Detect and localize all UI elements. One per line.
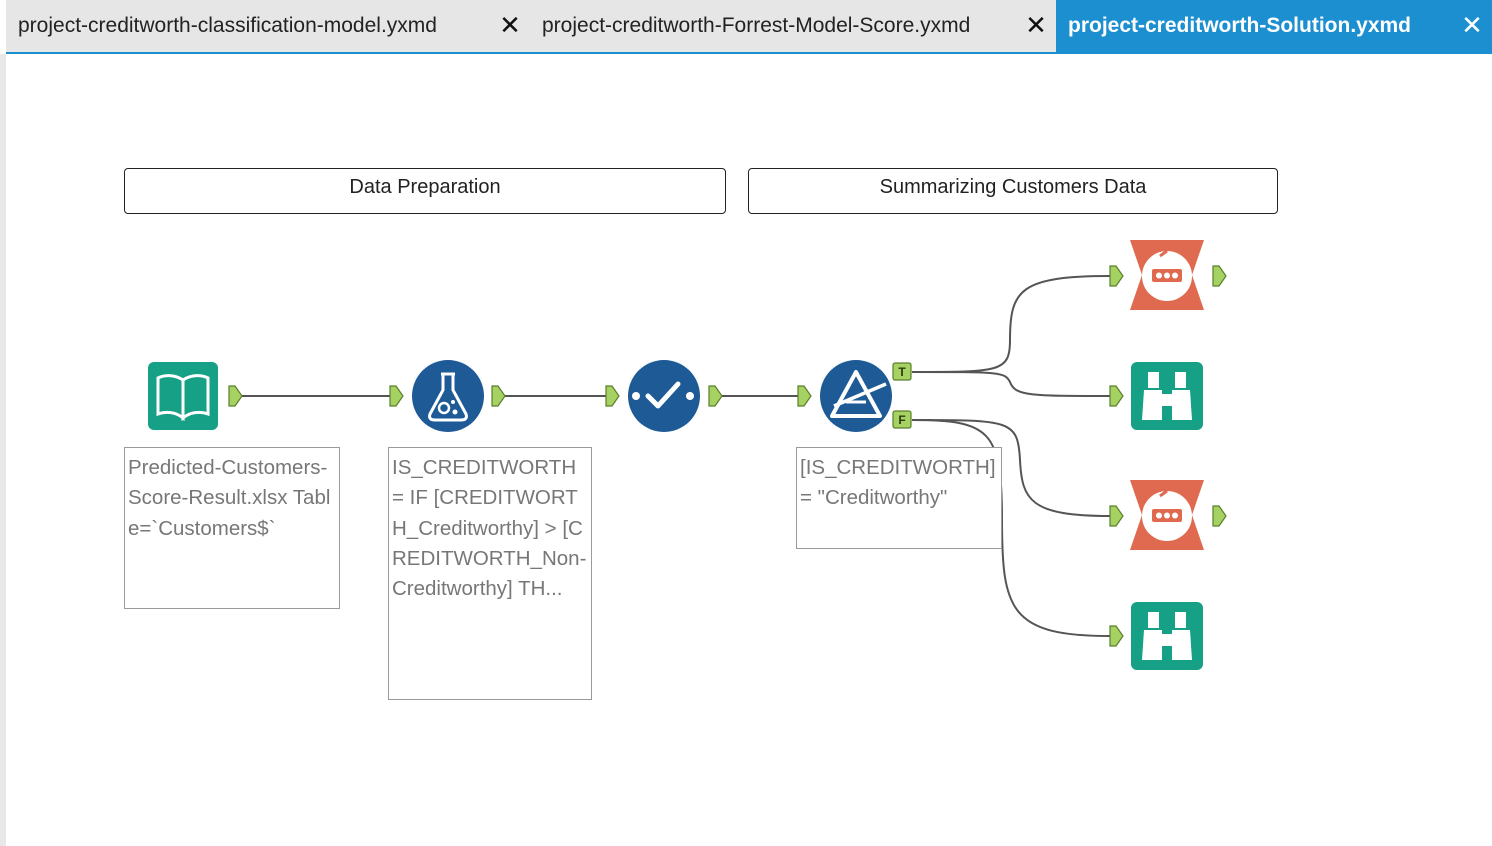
input-anchor [797,385,812,407]
count-records-true-tool[interactable] [1130,238,1204,317]
connection-line [911,419,1111,637]
true-anchor-label: T [898,365,906,379]
close-icon[interactable]: ✕ [1461,10,1483,40]
tab-label: project-creditworth-classification-model… [18,14,437,37]
tab-solution[interactable]: project-creditworth-Solution.yxmd ✕ [1056,0,1492,52]
canvas-left-edge [0,54,6,846]
input-anchor [389,385,404,407]
input-anchor [1109,505,1124,527]
close-icon[interactable]: ✕ [1025,10,1047,40]
counter-icon [1130,240,1204,310]
container-data-preparation[interactable]: Data Preparation [124,168,726,214]
filter-annotation: [IS_CREDITWORTH] = "Creditworthy" [796,447,1002,549]
count-records-false-tool[interactable] [1130,478,1204,557]
filter-triangle-icon [820,360,892,432]
binoculars-icon [1131,362,1203,430]
output-anchor [1212,505,1227,527]
connection-line [911,419,1111,517]
false-anchor-label: F [898,413,905,427]
checkmark-icon [628,360,700,432]
input-data-annotation: Predicted-Customers-Score-Result.xlsx Ta… [124,447,340,609]
formula-tool[interactable] [410,358,486,439]
browse-true-tool[interactable] [1130,360,1204,437]
false-anchor [892,410,912,429]
tab-label: project-creditworth-Solution.yxmd [1068,14,1412,37]
connection-line [911,275,1111,373]
input-anchor [605,385,620,407]
tab-label: project-creditworth-Forrest-Model-Score.… [542,14,971,37]
close-icon[interactable]: ✕ [499,10,521,40]
formula-annotation: IS_CREDITWORTH = IF [CREDITWORTH_Creditw… [388,447,592,700]
output-anchor [1212,265,1227,287]
container-summarizing-customers-data[interactable]: Summarizing Customers Data [748,168,1278,214]
input-anchor [1109,625,1124,647]
output-anchor [228,385,243,407]
input-anchor [1109,265,1124,287]
counter-icon [1130,480,1204,550]
true-anchor [892,362,912,381]
flask-icon [412,360,484,432]
input-anchor [1109,385,1124,407]
output-anchor [491,385,506,407]
filter-tool[interactable] [818,358,894,439]
output-anchor [708,385,723,407]
book-icon [148,362,218,430]
input-data-tool[interactable] [146,358,220,437]
tab-bar: project-creditworth-classification-model… [6,0,1492,54]
binoculars-icon [1131,602,1203,670]
tab-classification-model[interactable]: project-creditworth-classification-model… [6,0,530,52]
browse-false-tool[interactable] [1130,600,1204,677]
tab-forrest-model-score[interactable]: project-creditworth-Forrest-Model-Score.… [530,0,1056,52]
select-tool[interactable] [626,358,702,439]
connection-line [911,371,1111,397]
